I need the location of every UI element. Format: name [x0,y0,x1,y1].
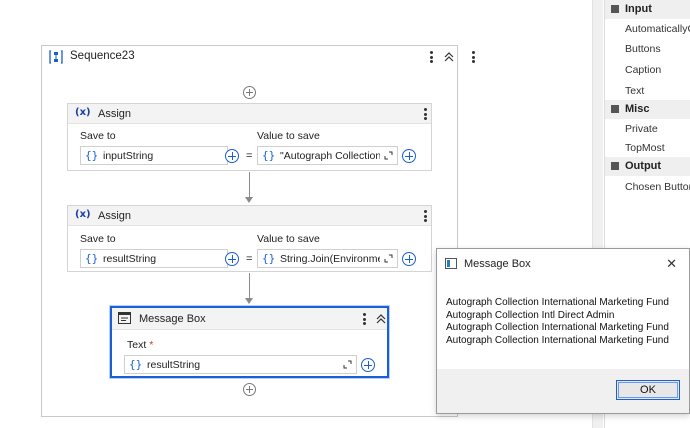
assign-title: Assign [98,210,132,222]
assign-activity-2[interactable]: (x) Assign Save to Value to save {} resu… [67,205,432,272]
property-private[interactable]: Private [625,123,658,135]
sequence-icon [49,50,63,64]
dialog-footer: OK [437,369,689,413]
close-icon[interactable]: ✕ [666,257,677,272]
category-misc[interactable]: Misc [605,100,690,119]
assign-header: (x) Assign [68,104,431,124]
message-box-icon [118,312,131,324]
add-value-icon[interactable] [402,149,416,163]
value-to-save-field[interactable]: {} "Autograph Collection [257,146,398,165]
assign-icon: (x) [75,209,91,220]
category-output[interactable]: Output [605,157,690,176]
assign-title: Assign [98,108,132,120]
collapse-icon[interactable] [443,51,455,63]
save-to-value: inputString [103,150,154,162]
assign-icon: (x) [75,107,91,118]
category-input[interactable]: Input [605,0,690,19]
text-label: Text * [127,339,154,351]
category-label: Output [625,160,662,172]
add-activity-icon[interactable] [243,383,256,396]
property-automatically[interactable]: AutomaticallyC [625,23,690,35]
equals-sign: = [246,253,253,265]
properties-scrollbar[interactable] [592,0,603,428]
message-line: Autograph Collection International Marke… [446,297,669,308]
connector-line [249,273,250,299]
collapse-square-icon[interactable] [611,5,619,13]
property-buttons[interactable]: Buttons [625,43,661,55]
category-label: Input [625,3,652,15]
add-variable-icon[interactable] [225,252,239,266]
text-field[interactable]: {} resultString [124,355,357,374]
dialog-titlebar[interactable]: Message Box ✕ [437,249,689,279]
window-icon [445,258,457,269]
equals-sign: = [246,150,253,162]
ok-button[interactable]: OK [616,380,680,400]
sequence-header: Sequence23 [42,46,475,68]
brace-icon: {} [85,149,99,162]
property-topmost[interactable]: TopMost [625,142,665,154]
message-line: Autograph Collection Intl Direct Admin [446,309,615,321]
sequence-more-icon[interactable] [468,49,478,65]
expand-icon[interactable] [384,254,393,263]
value-to-save-field[interactable]: {} String.Join(Environmer [257,249,398,268]
message-line: Autograph Collection International Marke… [446,334,669,346]
assign-activity-1[interactable]: (x) Assign Save to Value to save {} inpu… [67,103,432,171]
save-to-field[interactable]: {} resultString [80,249,228,268]
sequence-title: Sequence23 [70,50,135,62]
message-box-activity[interactable]: Message Box Text * {} resultString [110,306,389,378]
collapse-icon[interactable] [375,313,387,325]
value-to-save-value: String.Join(Environmer [280,253,380,265]
add-activity-icon[interactable] [243,86,256,99]
connector-line [249,172,250,198]
assign-header: (x) Assign [68,206,431,226]
save-to-value: resultString [103,253,157,265]
brace-icon: {} [262,252,276,265]
brace-icon: {} [85,252,99,265]
value-to-save-label: Value to save [257,233,320,245]
expand-icon[interactable] [343,360,352,369]
add-value-icon[interactable] [402,252,416,266]
message-box-header: Message Box [112,308,387,330]
message-box-dialog: Message Box ✕ Autograph Collection Inter… [436,248,690,414]
assign-more-icon[interactable] [420,208,430,224]
assign-more-icon[interactable] [420,106,430,122]
message-box-title: Message Box [139,313,206,325]
save-to-field[interactable]: {} inputString [80,146,228,165]
sequence-more-icon[interactable] [426,49,436,65]
brace-icon: {} [262,149,276,162]
save-to-label: Save to [80,130,116,142]
property-text[interactable]: Text [625,85,645,97]
designer-canvas: Sequence23 (x) Assign Save to Value to s… [41,45,475,417]
dialog-title: Message Box [464,258,531,270]
connector-arrow [245,298,253,304]
value-to-save-value: "Autograph Collection [280,150,380,162]
add-text-icon[interactable] [361,358,375,372]
message-line: Autograph Collection International Marke… [446,322,669,333]
collapse-square-icon[interactable] [611,162,619,170]
property-caption[interactable]: Caption [625,64,662,76]
expand-icon[interactable] [384,151,393,160]
required-mark: * [149,339,154,351]
add-variable-icon[interactable] [225,149,239,163]
text-field-value: resultString [147,359,201,371]
value-to-save-label: Value to save [257,130,320,142]
connector-arrow [245,197,253,203]
brace-icon: {} [129,358,143,371]
save-to-label: Save to [80,233,116,245]
message-box-more-icon[interactable] [359,311,369,327]
dialog-message: Autograph Collection International Marke… [446,297,669,347]
collapse-square-icon[interactable] [611,105,619,113]
category-label: Misc [625,103,650,115]
property-chosen-button[interactable]: Chosen Button [625,181,690,193]
